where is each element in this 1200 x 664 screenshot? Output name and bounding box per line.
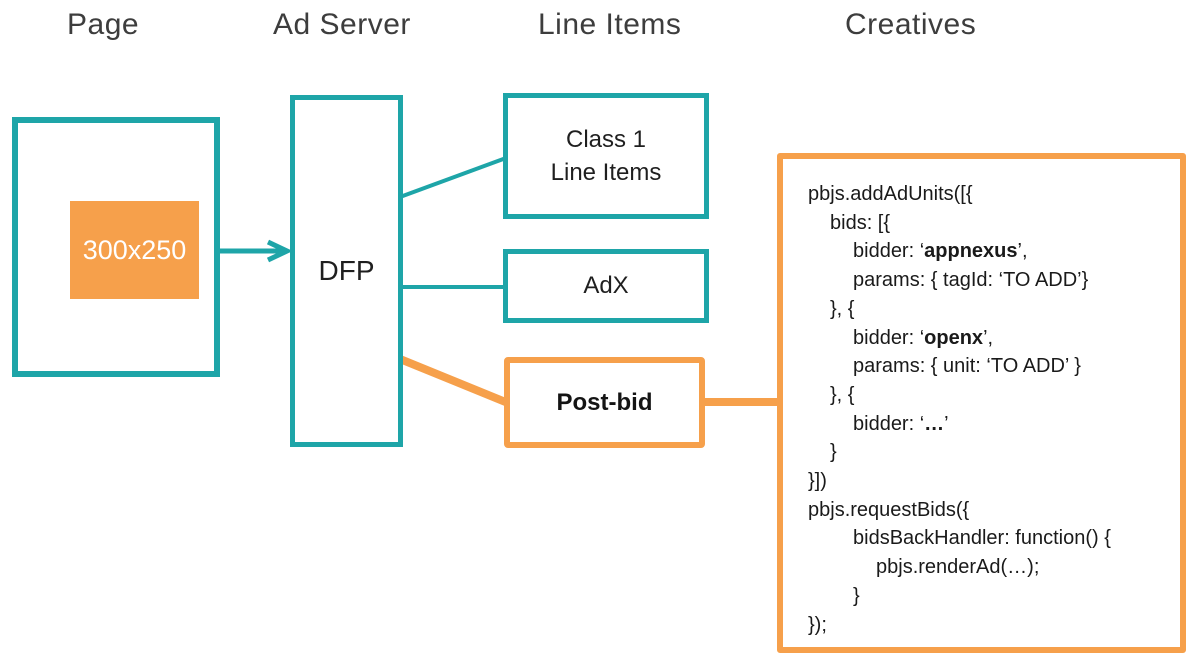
ad-slot-300x250: 300x250 xyxy=(70,201,199,299)
code-lines: pbjs.addAdUnits([{ bids: [{ bidder: ‘appne… xyxy=(808,180,1170,639)
column-header-page: Page xyxy=(67,8,140,41)
column-header-creatives: Creatives xyxy=(845,8,977,41)
ad-slot-label: 300x250 xyxy=(82,234,187,265)
code-line: bidder: ‘appnexus’, xyxy=(853,240,1028,263)
code-line: } xyxy=(830,441,837,464)
class1-line-items-box: Class 1 Line Items xyxy=(503,93,709,219)
code-line: bids: [{ xyxy=(830,211,891,234)
column-header-line-items: Line Items xyxy=(538,8,682,41)
postbid-box: Post-bid xyxy=(504,357,705,448)
code-line: pbjs.requestBids({ xyxy=(808,498,970,521)
code-line: bidder: ‘…’ xyxy=(853,412,949,435)
code-line: bidder: ‘openx’, xyxy=(853,326,994,349)
code-line: params: { unit: ‘TO ADD’ } xyxy=(853,355,1081,378)
dfp-box: DFP xyxy=(290,95,403,447)
postbid-label: Post-bid xyxy=(556,388,653,416)
column-header-ad-server: Ad Server xyxy=(273,8,411,41)
class1-label-line1: Class 1 xyxy=(565,126,647,153)
dfp-label: DFP xyxy=(318,255,375,286)
code-line: pbjs.renderAd(…); xyxy=(876,556,1040,579)
code-line: }, { xyxy=(830,297,855,320)
code-line: }]) xyxy=(808,470,827,493)
code-line: pbjs.addAdUnits([{ xyxy=(808,183,973,205)
arrowhead-icon xyxy=(266,239,293,263)
code-line: }, { xyxy=(830,383,855,406)
code-line: } xyxy=(853,584,860,607)
creative-code-box: pbjs.addAdUnits([{ bids: [{ bidder: ‘appne… xyxy=(777,153,1186,653)
code-line: }); xyxy=(808,613,827,636)
line-dfp-to-class1 xyxy=(399,156,507,199)
code-line: params: { tagId: ‘TO ADD’} xyxy=(853,269,1089,292)
line-dfp-to-postbid xyxy=(398,355,510,407)
class1-label-line2: Line Items xyxy=(550,159,662,186)
code-line: bidsBackHandler: function() { xyxy=(853,527,1111,550)
adx-label: AdX xyxy=(583,272,629,299)
adx-box: AdX xyxy=(503,249,709,323)
